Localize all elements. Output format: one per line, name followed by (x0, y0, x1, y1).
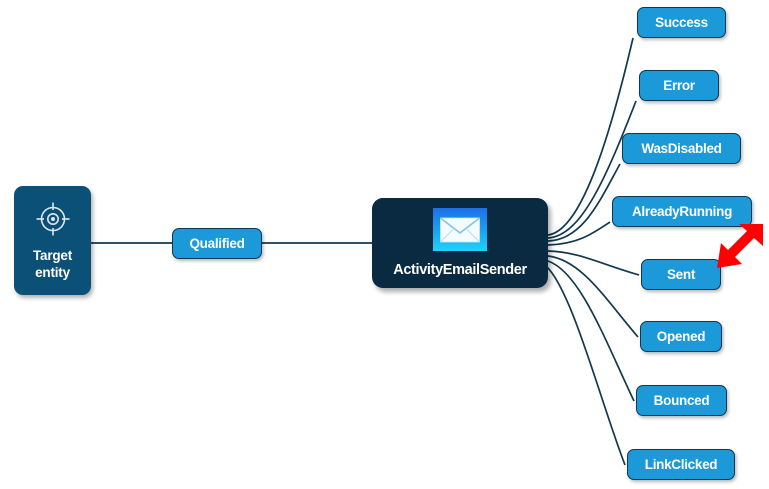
badge-outcome-label: Success (655, 15, 708, 30)
edge-activity-bounced (547, 260, 635, 402)
edge-activity-wasdisabled (547, 163, 621, 242)
badge-qualified-label: Qualified (189, 236, 245, 251)
badge-outcome-sent[interactable]: Sent (641, 259, 721, 290)
target-crosshair-icon (34, 200, 72, 243)
badge-outcome-label: WasDisabled (641, 141, 722, 156)
badge-outcome-bounced[interactable]: Bounced (636, 385, 727, 416)
target-entity-label: Target entity (32, 248, 73, 280)
edge-activity-sent (547, 250, 640, 276)
node-activity-email-sender[interactable]: ActivityEmailSender (372, 198, 548, 288)
node-target-entity[interactable]: Target entity (14, 186, 91, 295)
badge-outcome-label: Sent (666, 267, 696, 282)
badge-outcome-label: LinkClicked (644, 457, 718, 472)
badge-outcome-label: Bounced (653, 393, 710, 408)
badge-outcome-linkclicked[interactable]: LinkClicked (627, 449, 735, 480)
edge-activity-success (547, 37, 634, 236)
edge-activity-error (547, 100, 637, 239)
badge-outcome-opened[interactable]: Opened (640, 321, 722, 352)
red-arrow-pointer (713, 222, 765, 272)
badge-outcome-error[interactable]: Error (639, 70, 719, 101)
edge-activity-linkclicked (545, 265, 626, 466)
badge-outcome-alreadyrunning[interactable]: AlreadyRunning (612, 196, 752, 227)
badge-outcome-success[interactable]: Success (637, 7, 726, 38)
edge-activity-alreadyrunning (547, 221, 611, 246)
badge-outcome-wasdisabled[interactable]: WasDisabled (622, 133, 741, 164)
badge-outcome-label: Opened (656, 329, 706, 344)
badge-outcome-label: AlreadyRunning (631, 204, 733, 219)
email-envelope-icon (433, 208, 487, 256)
edge-activity-opened (547, 255, 639, 338)
badge-qualified[interactable]: Qualified (172, 228, 262, 259)
activity-node-label: ActivityEmailSender (393, 262, 527, 278)
badge-outcome-label: Error (663, 78, 695, 93)
